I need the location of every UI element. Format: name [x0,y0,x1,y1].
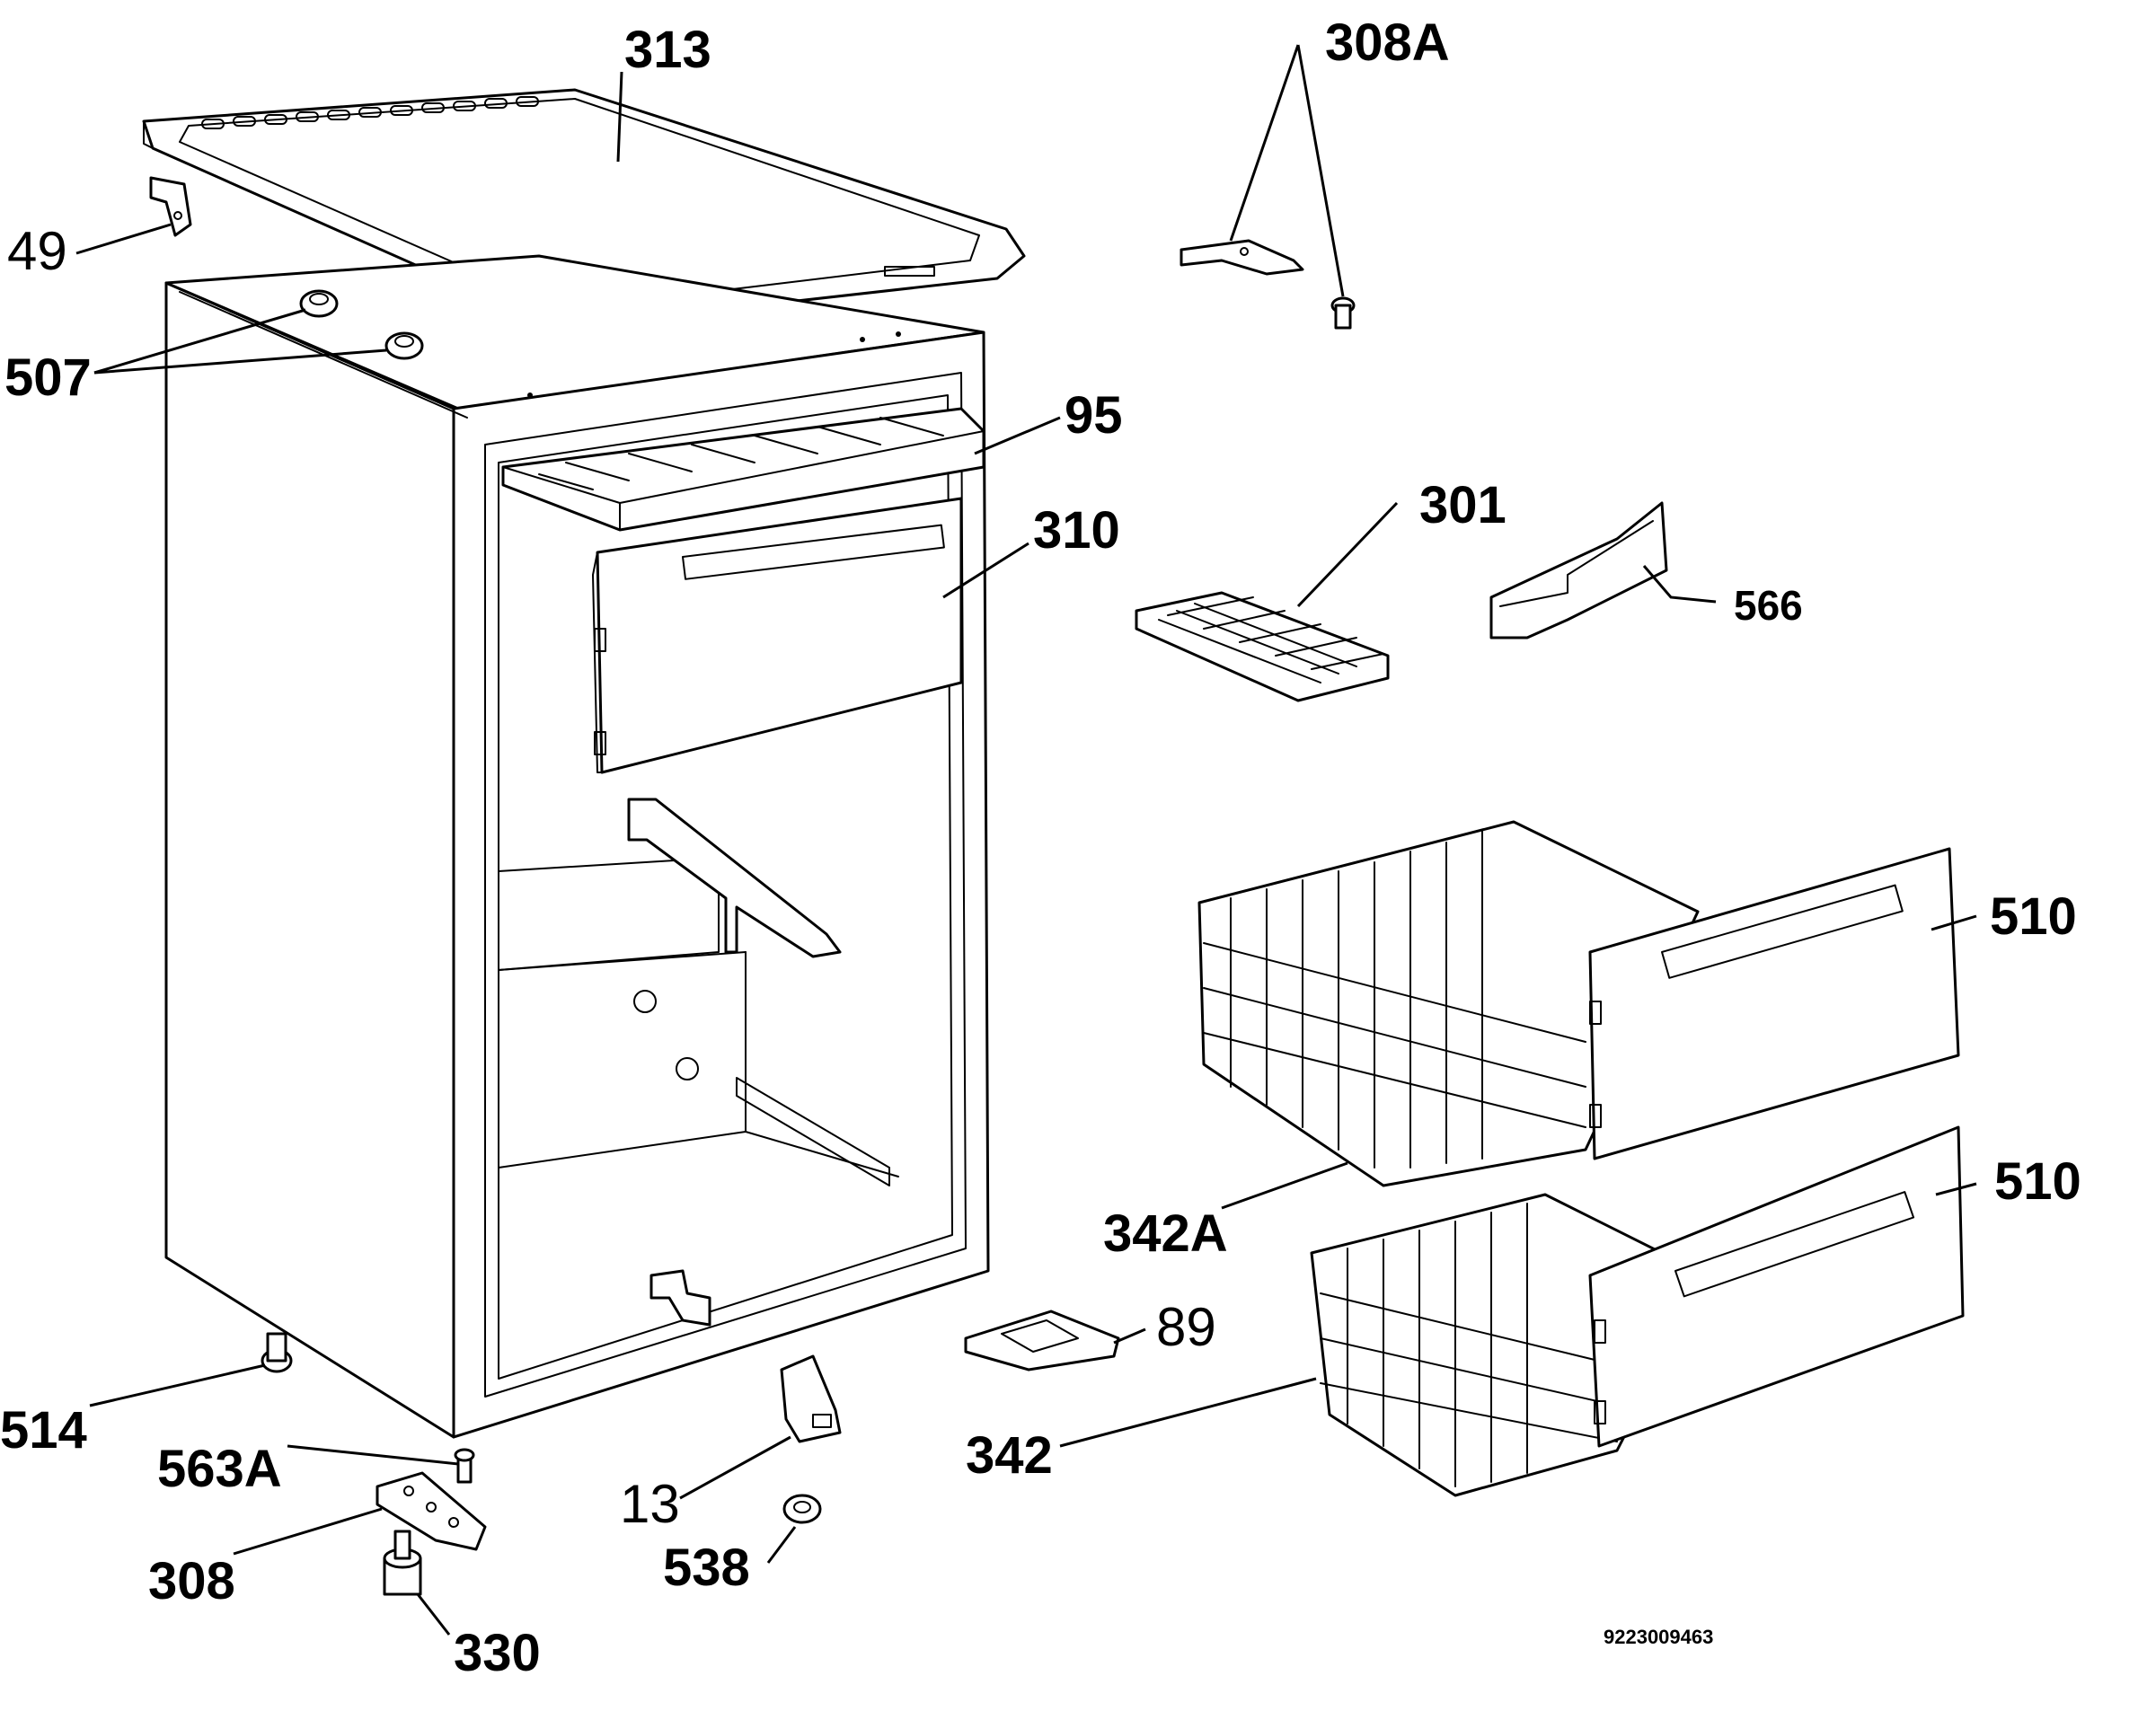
basket-342-wires [1320,1203,1618,1487]
freezer-door-310 [592,497,963,774]
nut-538 [782,1494,822,1524]
label-13: 13 [620,1474,680,1534]
drawer-front-510-bottom [1588,1125,1965,1448]
basket-342A [1197,820,1700,1187]
diagram-reference-number: 9223009463 [1604,1626,1713,1648]
label-566: 566 [1734,582,1803,629]
foot-514 [261,1332,293,1373]
label-308: 308 [148,1552,235,1610]
hinge-plate-308 [376,1471,487,1551]
label-342: 342 [966,1426,1053,1485]
label-342A: 342A [1103,1204,1228,1263]
ice-tray-301 [1135,591,1390,702]
leader-lines [75,44,1977,1636]
label-510-bottom: 510 [1994,1152,2081,1211]
label-89: 89 [1156,1297,1216,1357]
drawer-front-510-top [1588,847,1960,1160]
label-563A: 563A [157,1440,282,1498]
label-310: 310 [1033,501,1120,560]
clip-89 [964,1310,1120,1371]
foot-330 [383,1530,422,1596]
plug-507-b [384,331,424,360]
scraper-566 [1489,501,1668,639]
label-95: 95 [1065,386,1123,445]
ice-tray-cells [1158,596,1384,684]
label-49: 49 [7,221,67,281]
screw-563A [454,1448,475,1484]
label-538: 538 [663,1539,750,1597]
screw-308A [1330,296,1356,330]
hinge-bracket-49 [149,176,192,237]
label-301: 301 [1419,476,1507,534]
part-labels: 313 308A 49 507 95 310 301 566 510 510 3… [0,13,2081,1682]
label-507: 507 [4,348,92,407]
label-313: 313 [624,21,711,79]
hinge-308A [1180,239,1304,276]
label-308A: 308A [1325,13,1450,72]
label-510-top: 510 [1990,887,2077,946]
basket-342A-wires [1203,830,1586,1169]
top-cover-313 [142,88,1026,330]
switch-13 [780,1354,842,1443]
plug-507-a [299,289,339,318]
shelf-95 [501,407,985,532]
label-330: 330 [454,1624,541,1682]
label-514: 514 [0,1401,87,1460]
cover-vent-slots [201,96,539,129]
shelf-slots [538,417,944,490]
